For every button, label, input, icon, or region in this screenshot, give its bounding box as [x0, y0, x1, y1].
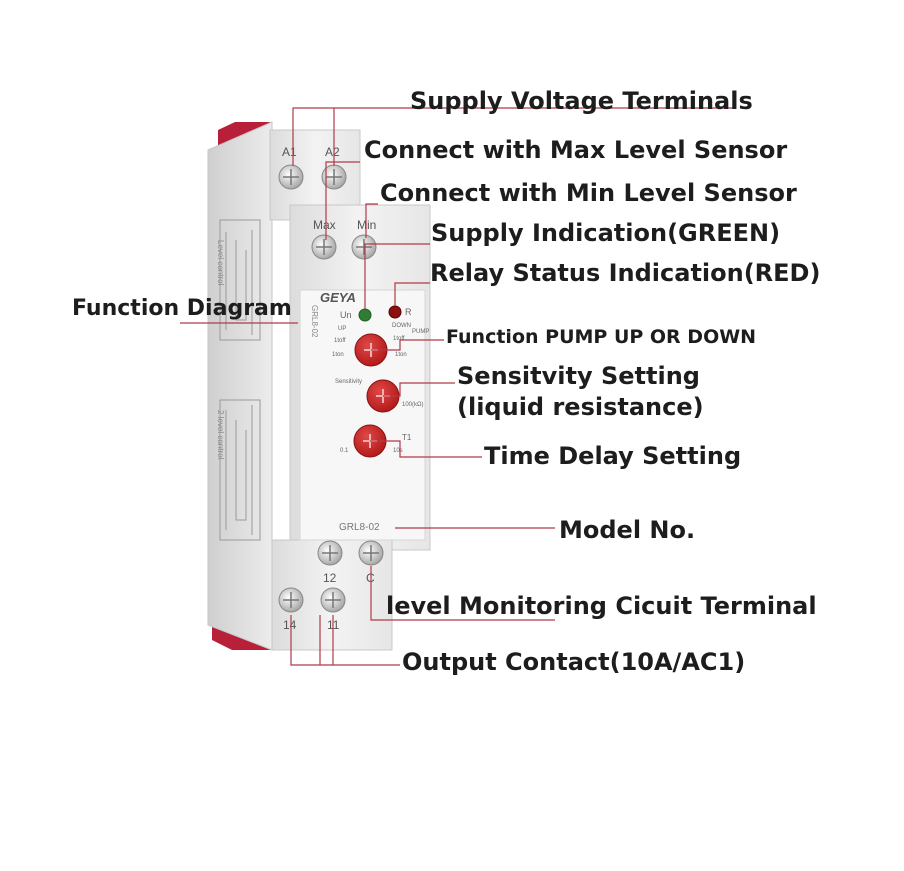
dial-ton-left: 1ton: [332, 352, 344, 358]
leader-sensitivity: [383, 382, 455, 397]
dial-down-label: DOWN: [392, 323, 411, 329]
terminal-max-screw: [311, 234, 337, 260]
leader-supply-indication: [364, 243, 430, 309]
dial-t1-label: T1: [402, 433, 412, 442]
dial-toff-left: 1toff: [334, 338, 346, 344]
terminal-min-label: Min: [357, 218, 376, 232]
supply-led-green: [358, 308, 372, 322]
side-model-text: GRL8-02: [310, 305, 319, 338]
dial-kohm-label: 100(kΩ): [402, 402, 424, 408]
leader-lines: [180, 107, 735, 666]
led-un-label: Un: [340, 310, 352, 320]
dial-toff-right: 1toff: [393, 336, 405, 342]
callout-min-level-sensor: Connect with Min Level Sensor: [380, 179, 797, 207]
terminal-12-label: 12: [323, 571, 337, 585]
brand-logo: GEYA: [320, 290, 356, 305]
leader-level-terminal: [370, 566, 555, 621]
terminal-a2-label: A2: [325, 145, 340, 159]
callout-output-contact: Output Contact(10A/AC1): [402, 648, 746, 676]
callout-function-diagram: Function Diagram: [72, 296, 292, 321]
dial-pump-label: PUMP: [412, 329, 429, 335]
callout-supply-indication: Supply Indication(GREEN): [431, 219, 781, 247]
terminal-a1-label: A1: [282, 145, 297, 159]
leader-output-contact: [290, 615, 400, 666]
side-text-2: 2 level control: [216, 410, 225, 460]
terminal-c-screw: [358, 540, 384, 566]
front-panel: [299, 289, 426, 541]
callout-sensitivity-line1: Sensitvity Setting: [457, 362, 700, 390]
dial-01-label: 0.1: [340, 448, 349, 454]
dial-sensitivity-label: Sensitivity: [335, 379, 362, 385]
terminal-min-screw: [351, 234, 377, 260]
dial-10s-label: 10s: [393, 448, 403, 454]
callout-sensitivity-line2: (liquid resistance): [457, 393, 704, 421]
side-function-diagram: [219, 219, 261, 541]
dial-up-label: UP: [338, 326, 346, 332]
terminal-14-screw: [278, 587, 304, 613]
callout-model-no: Model No.: [559, 516, 696, 544]
leader-function-pump: [371, 339, 444, 351]
side-text-1: Level control: [216, 240, 225, 286]
leader-time-delay: [370, 440, 482, 458]
led-r-label: R: [405, 307, 412, 317]
terminal-14-label: 14: [283, 618, 297, 632]
terminal-max-label: Max: [313, 218, 336, 232]
front-model-text: GRL8-02: [339, 522, 380, 533]
side-panel: [207, 121, 273, 651]
terminal-a1-screw: [278, 164, 304, 190]
callout-supply-voltage-terminals: Supply Voltage Terminals: [410, 87, 753, 115]
dial-ton-right: 1ton: [395, 352, 407, 358]
callout-max-level-sensor: Connect with Max Level Sensor: [364, 136, 788, 164]
relay-led-red: [388, 305, 402, 319]
callout-level-monitoring-terminal: level Monitoring Cicuit Terminal: [386, 592, 817, 620]
callout-function-pump: Function PUMP UP OR DOWN: [446, 326, 757, 348]
leader-min-sensor: [365, 203, 378, 238]
terminal-12-screw: [317, 540, 343, 566]
leader-supply-voltage: [292, 107, 735, 166]
leader-max-sensor: [325, 161, 360, 240]
terminal-11-screw: [320, 587, 346, 613]
leader-relay-status: [394, 282, 430, 306]
callout-relay-status-indication: Relay Status Indication(RED): [430, 259, 821, 287]
callout-time-delay-setting: Time Delay Setting: [484, 442, 742, 470]
